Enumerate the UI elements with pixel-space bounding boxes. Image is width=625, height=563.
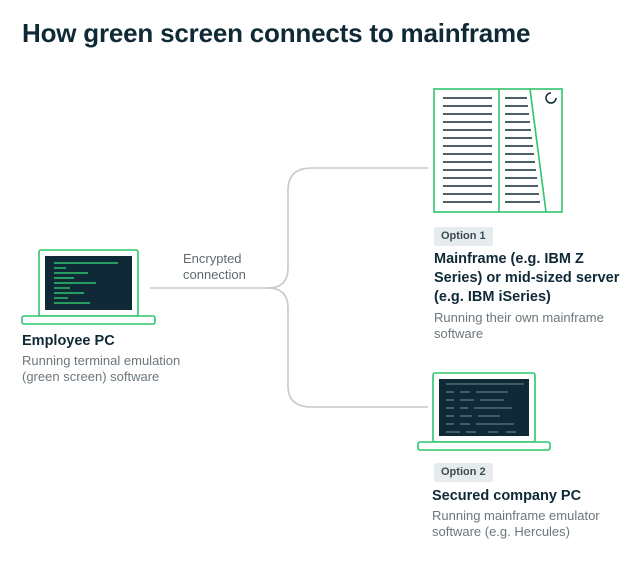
employee-pc-caption: Employee PC Running terminal emulation (… — [22, 332, 180, 385]
company-pc-laptop-icon — [417, 372, 551, 451]
mainframe-server-icon — [433, 88, 563, 213]
option1-title-line2: Series) or mid-sized server — [434, 270, 620, 286]
option2-desc-line1: Running mainframe emulator — [432, 508, 600, 523]
connector-branch-option2 — [267, 287, 428, 408]
option1-desc-line2: software — [434, 326, 484, 341]
connection-label-line2: connection — [183, 267, 246, 282]
option1-title-line1: Mainframe (e.g. IBM Z — [434, 251, 584, 267]
employee-pc-title: Employee PC — [22, 333, 115, 349]
option1-desc-line1: Running their own mainframe — [434, 310, 604, 325]
option1-desc: Running their own mainframe software — [434, 310, 619, 342]
employee-pc-laptop-icon — [21, 249, 156, 325]
option2-badge: Option 2 — [434, 463, 493, 482]
diagram-title: How green screen connects to mainframe — [22, 18, 531, 48]
power-dial-icon — [545, 92, 557, 104]
option2-title: Secured company PC — [432, 488, 582, 504]
option1-badge: Option 1 — [434, 227, 493, 246]
option2-desc: Running mainframe emulator software (e.g… — [432, 508, 600, 540]
option1-title-line3: (e.g. IBM iSeries) — [434, 289, 551, 305]
connector-lines — [150, 167, 428, 408]
employee-pc-desc: Running terminal emulation (green screen… — [22, 353, 180, 385]
connector-branch-option1 — [267, 167, 428, 289]
option2-desc-line2: software (e.g. Hercules) — [432, 524, 570, 539]
employee-pc-desc-line1: Running terminal emulation — [22, 353, 181, 368]
connection-label: Encrypted connection — [183, 251, 246, 283]
option2-caption: Secured company PC Running mainframe emu… — [432, 487, 600, 540]
employee-pc-desc-line2: (green screen) software — [22, 369, 160, 384]
option1-caption: Mainframe (e.g. IBM Z Series) or mid-siz… — [434, 250, 619, 342]
option1-title: Mainframe (e.g. IBM Z Series) or mid-siz… — [434, 250, 619, 307]
connection-label-line1: Encrypted — [183, 251, 242, 266]
